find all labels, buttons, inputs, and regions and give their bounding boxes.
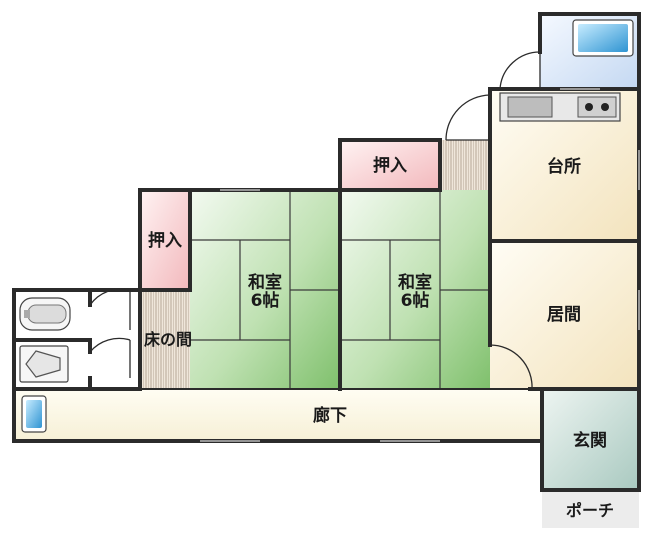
entrance-floor bbox=[542, 389, 639, 490]
wash-basin-icon bbox=[19, 297, 71, 331]
tokonoma-floor bbox=[140, 290, 190, 389]
toilet-icon bbox=[19, 345, 69, 383]
closet-left-floor bbox=[140, 190, 190, 290]
entrance-label: 玄関 bbox=[573, 430, 607, 451]
corridor-tub-icon bbox=[21, 395, 47, 433]
tokonoma-label: 床の間 bbox=[144, 330, 192, 349]
hall-strip-floor bbox=[440, 140, 490, 190]
walls bbox=[12, 12, 641, 492]
porch-label: ポーチ bbox=[566, 501, 614, 520]
porch-floor bbox=[542, 490, 639, 528]
closet-left-label: 押入 bbox=[148, 230, 182, 251]
tatami-right-mats bbox=[340, 190, 490, 389]
living-floor bbox=[490, 241, 639, 389]
tatami-right-name-label: 和室 bbox=[398, 272, 432, 293]
bathtub-icon bbox=[572, 19, 634, 57]
door-swings bbox=[89, 51, 541, 390]
kitchen-counter-icon bbox=[499, 92, 621, 122]
living-room-label: 居間 bbox=[547, 305, 581, 325]
closet-center-label: 押入 bbox=[373, 155, 407, 176]
stove-burner-icon bbox=[585, 103, 609, 111]
kitchen-label: 台所 bbox=[547, 156, 581, 177]
window-marks bbox=[200, 88, 640, 442]
corridor-floor bbox=[14, 389, 542, 441]
tatami-left-name-label: 和室 bbox=[248, 272, 282, 293]
tatami-left-size-label: 6帖 bbox=[251, 290, 280, 311]
closet-center-floor bbox=[340, 140, 440, 190]
corridor-label: 廊下 bbox=[313, 405, 347, 426]
tatami-left-mats bbox=[190, 190, 340, 389]
tatami-right-size-label: 6帖 bbox=[401, 290, 430, 311]
